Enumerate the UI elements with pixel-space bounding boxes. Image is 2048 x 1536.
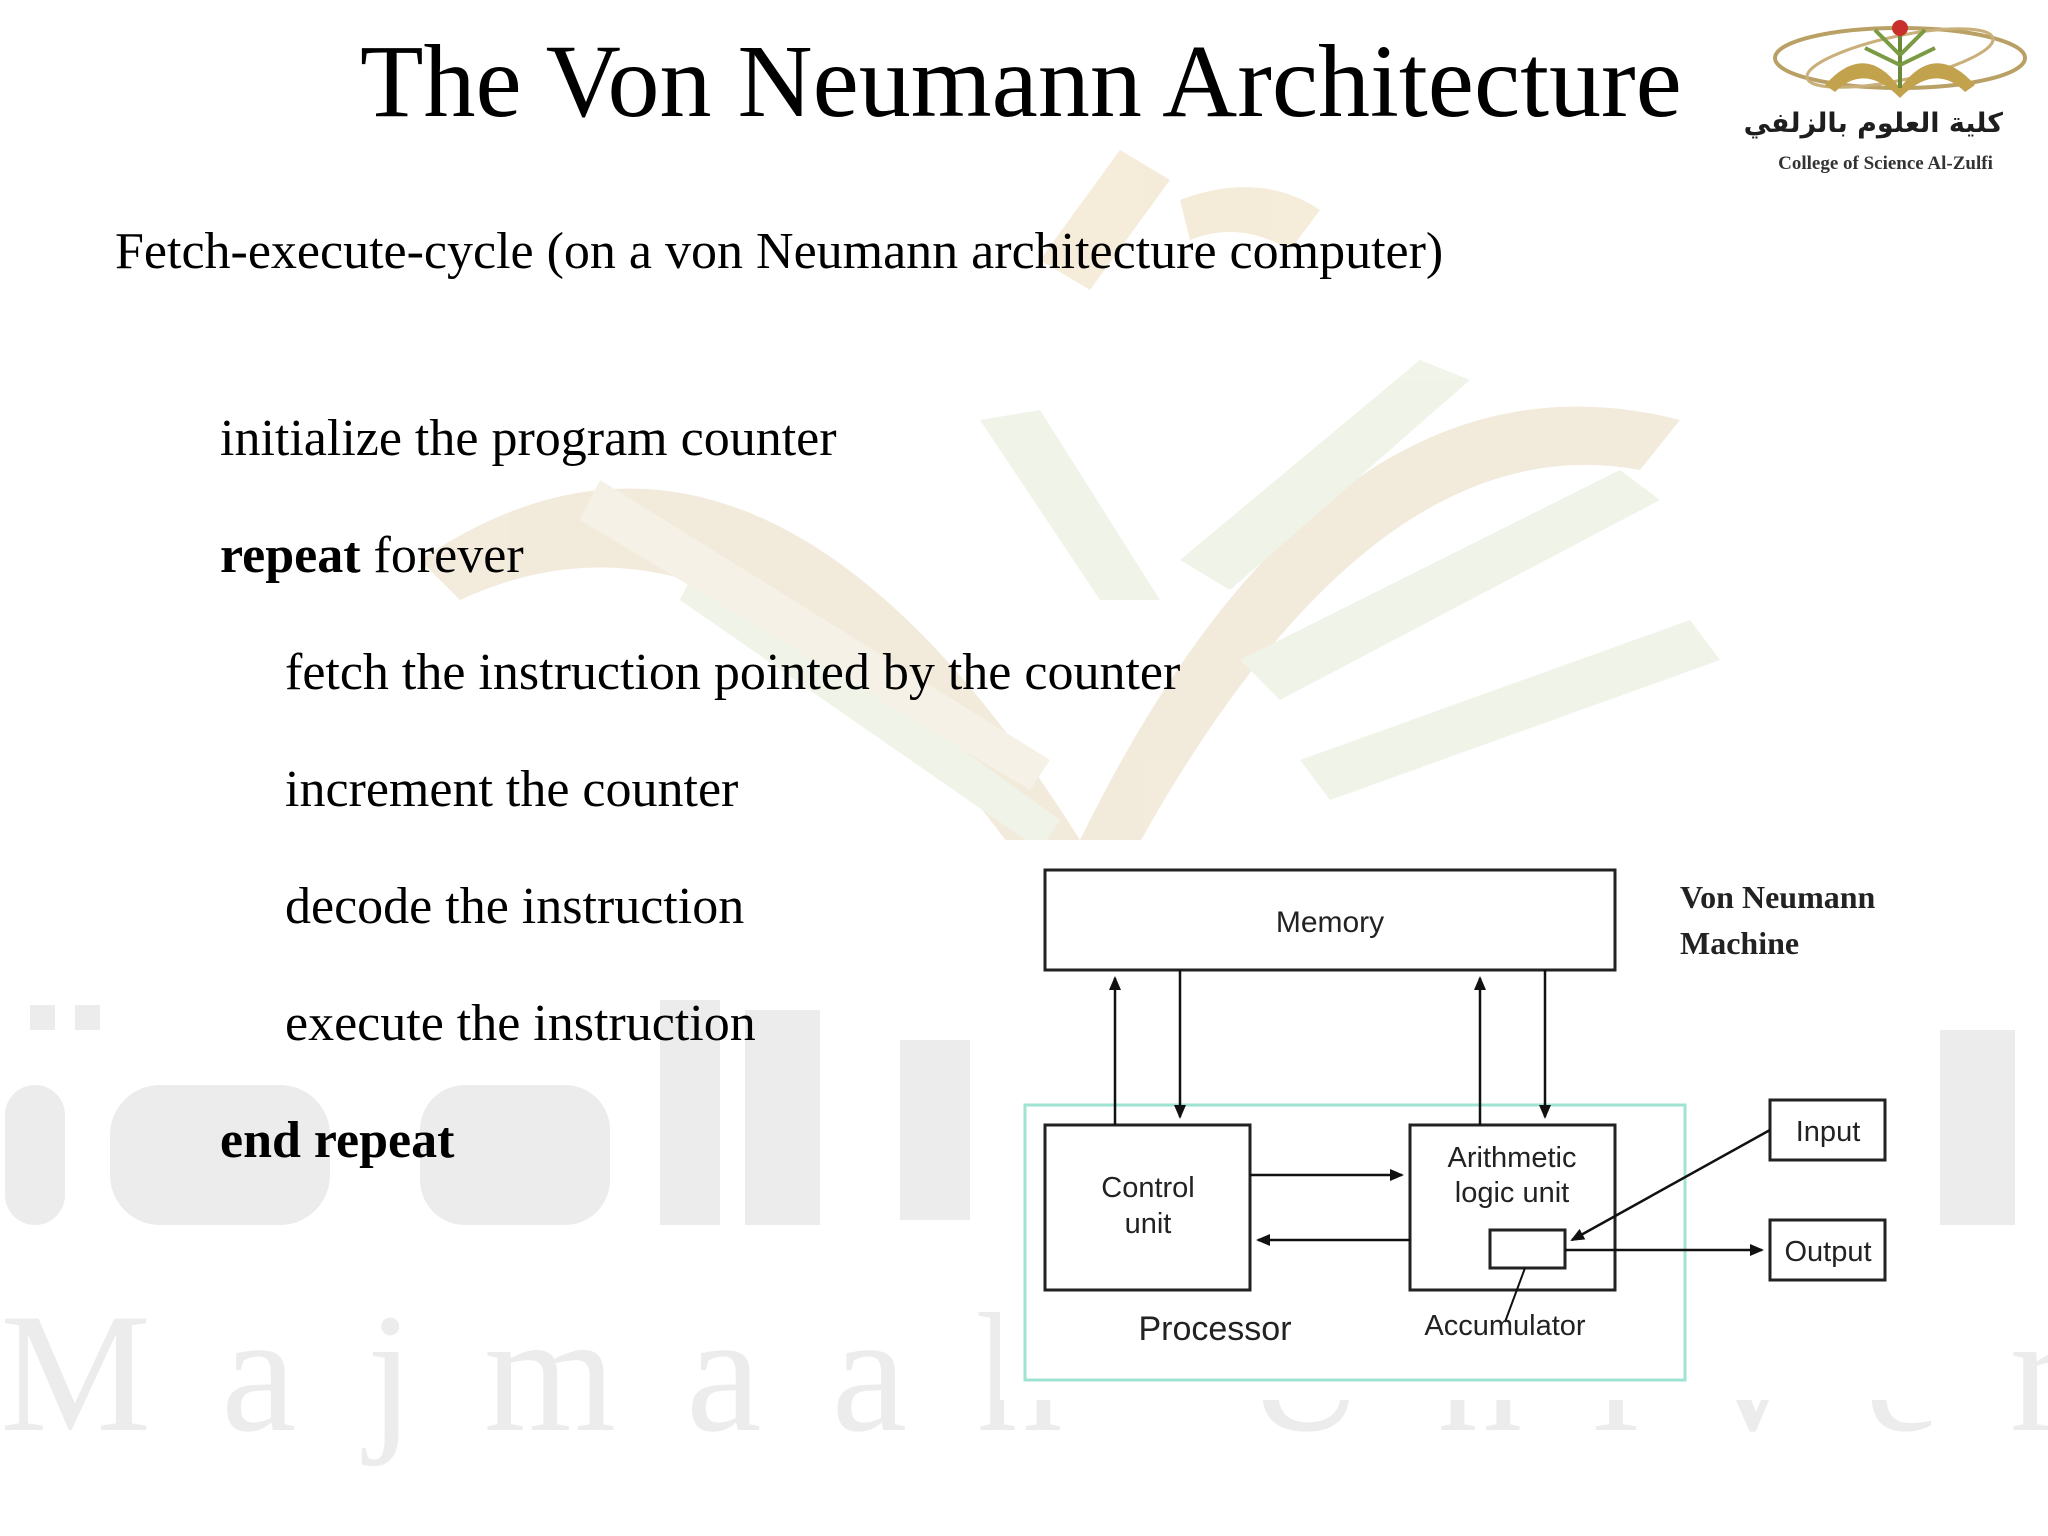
slide-title: The Von Neumann Architecture xyxy=(360,24,1682,139)
keyword-repeat: repeat xyxy=(220,527,361,584)
memory-box xyxy=(1043,868,1617,972)
logo-english-text: College of Science Al-Zulfi xyxy=(1778,153,1993,174)
pseudocode-line-4: increment the counter xyxy=(285,761,739,818)
diagram-heading-line-1: Von Neumann xyxy=(1680,879,1876,915)
pseudocode-line-7: end repeat xyxy=(220,1112,455,1169)
alu-label-2: logic unit xyxy=(1455,1177,1569,1209)
pseudocode-line-5: decode the instruction xyxy=(285,878,745,935)
arrow-input-to-accumulator xyxy=(1570,1128,1771,1242)
pseudocode-line-6: execute the instruction xyxy=(285,995,756,1052)
pseudocode-line-3: fetch the instruction pointed by the cou… xyxy=(285,644,1181,701)
output-box xyxy=(1768,1218,1887,1282)
pseudocode-line-2: repeat forever xyxy=(220,524,524,588)
output-label: Output xyxy=(1784,1236,1871,1268)
accumulator-register xyxy=(1488,1228,1567,1270)
processor-label: Processor xyxy=(1138,1310,1291,1348)
college-logo-icon xyxy=(1773,20,2027,98)
processor-boundary xyxy=(1023,1103,1687,1382)
diagram-heading-line-2: Machine xyxy=(1680,925,1799,961)
control-unit-box xyxy=(1043,1123,1252,1292)
input-label: Input xyxy=(1796,1116,1861,1148)
control-unit-label-1: Control xyxy=(1101,1172,1195,1204)
control-unit-label-2: unit xyxy=(1125,1208,1172,1240)
accumulator-label: Accumulator xyxy=(1424,1310,1586,1342)
von-neumann-diagram: Memory Von Neumann Machine Control unit … xyxy=(1000,840,1940,1400)
input-box xyxy=(1768,1098,1887,1162)
logo-arabic-text: كلية العلوم بالزلفي xyxy=(1743,108,2003,139)
memory-label: Memory xyxy=(1276,906,1384,939)
alu-label-1: Arithmetic xyxy=(1448,1142,1577,1174)
pseudocode-line-1: initialize the program counter xyxy=(220,410,837,467)
pseudocode-line-2-rest: forever xyxy=(360,527,524,584)
slide-subtitle: Fetch-execute-cycle (on a von Neumann ar… xyxy=(115,223,1444,280)
accumulator-pointer-line xyxy=(1504,1267,1526,1323)
